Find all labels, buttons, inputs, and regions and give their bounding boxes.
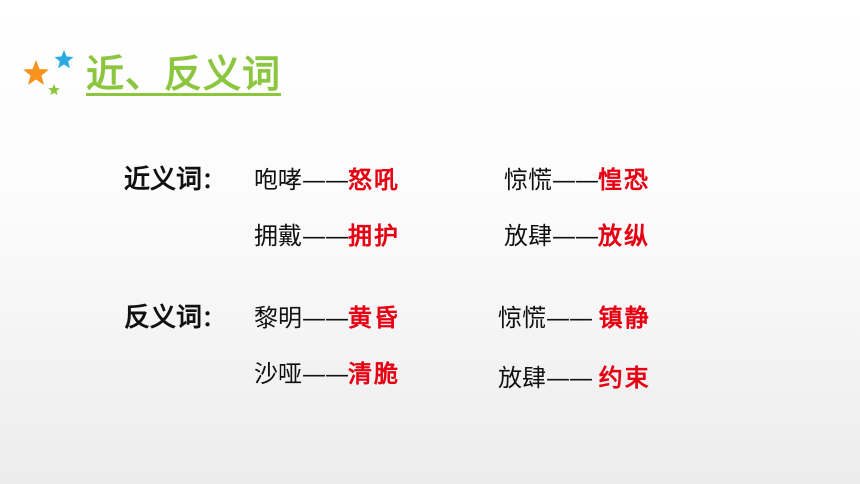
synonym-answer: 放纵 xyxy=(598,221,650,250)
synonyms-label-text: 近义词 xyxy=(124,165,203,195)
antonym-word: 黎明 xyxy=(254,304,302,332)
synonym-word: 放肆 xyxy=(504,222,552,250)
blue-star-icon xyxy=(54,50,74,69)
synonyms-label: 近义词： xyxy=(124,164,224,198)
pair-dash: —— xyxy=(302,166,349,194)
orange-star-icon xyxy=(23,60,49,85)
synonym-answer: 惶恐 xyxy=(598,165,650,194)
pair-dash: —— xyxy=(546,304,599,332)
pair-dash: —— xyxy=(552,166,599,194)
pair-dash: —— xyxy=(302,360,349,388)
antonym-answer: 约束 xyxy=(598,363,651,392)
antonyms-colon: ： xyxy=(202,307,225,332)
antonym-answer: 黄昏 xyxy=(348,303,400,332)
antonym-word: 惊慌 xyxy=(498,304,546,332)
synonym-pair-3: 拥戴——拥护 xyxy=(254,220,400,252)
page-title: 近、反义词 xyxy=(86,52,282,96)
synonym-answer: 拥护 xyxy=(348,221,400,250)
synonym-word: 咆哮 xyxy=(254,166,302,194)
antonyms-label-text: 反义词 xyxy=(124,303,203,333)
antonyms-label: 反义词： xyxy=(124,302,224,336)
pair-dash: —— xyxy=(552,222,599,250)
synonym-word: 惊慌 xyxy=(504,166,552,194)
synonym-pair-1: 咆哮——怒吼 xyxy=(254,164,400,196)
synonym-answer: 怒吼 xyxy=(348,165,400,194)
pair-dash: —— xyxy=(546,364,599,392)
antonym-pair-4: 放肆—— 约束 xyxy=(498,362,651,394)
antonym-answer: 清脆 xyxy=(348,359,400,388)
synonym-pair-2: 惊慌——惶恐 xyxy=(504,164,650,196)
synonym-pair-4: 放肆——放纵 xyxy=(504,220,650,252)
synonyms-colon: ： xyxy=(202,169,225,194)
pair-dash: —— xyxy=(302,304,349,332)
antonym-pair-3: 沙哑——清脆 xyxy=(254,358,400,390)
stars-decoration-icon xyxy=(23,50,74,96)
synonym-word: 拥戴 xyxy=(254,222,302,250)
pair-dash: —— xyxy=(302,222,349,250)
antonym-pair-1: 黎明——黄昏 xyxy=(254,302,400,334)
green-star-icon xyxy=(48,84,60,96)
antonym-answer: 镇静 xyxy=(598,303,651,332)
antonym-word: 沙哑 xyxy=(254,360,302,388)
antonym-word: 放肆 xyxy=(498,364,546,392)
antonym-pair-2: 惊慌—— 镇静 xyxy=(498,302,651,334)
